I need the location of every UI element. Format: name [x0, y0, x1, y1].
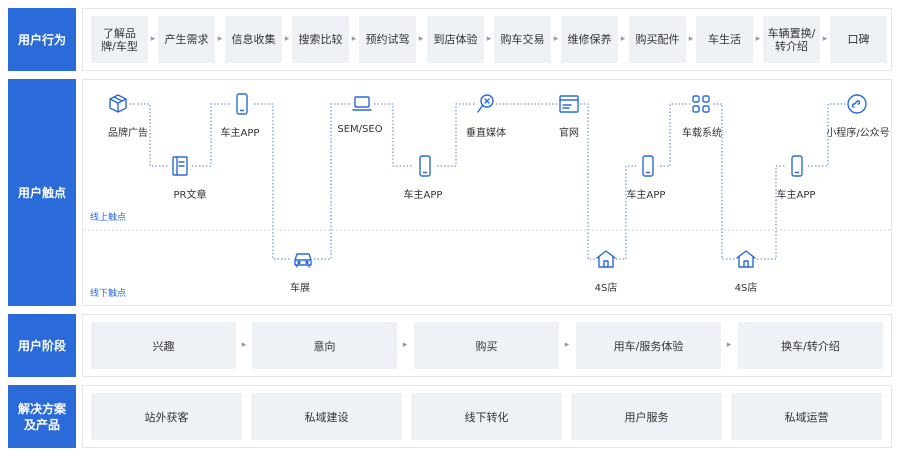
stage-step: 兴趣	[91, 322, 236, 369]
touchpoint-label: 官网	[559, 128, 579, 139]
touchpoint-label: 品牌广告	[108, 128, 148, 139]
document-icon	[168, 154, 192, 178]
phone-icon	[785, 154, 809, 178]
arrow-icon: ▸	[402, 340, 408, 350]
behavior-step: 口碑	[830, 16, 887, 63]
touchpoint-label: 车主APP	[403, 190, 443, 201]
behavior-step: 搜索比较	[292, 16, 349, 63]
laptop-icon	[350, 92, 374, 116]
arrow-icon: ▸	[486, 34, 492, 44]
touchpoint-label: PR文章	[173, 190, 207, 201]
touchpoint-label: 垂直媒体	[466, 128, 506, 139]
stage-step: 换车/转介绍	[738, 322, 883, 369]
row-label-touchpoints: 用户触点	[8, 79, 76, 306]
row-label-stages: 用户阶段	[8, 314, 76, 377]
behavior-step: 购买配件	[629, 16, 686, 63]
arrow-icon: ▸	[418, 34, 424, 44]
online-touchpoint-label: 线上触点	[90, 213, 127, 223]
arrow-icon: ▸	[755, 34, 761, 44]
touchpoint-label: 车主APP	[776, 190, 816, 201]
touchpoint-label: 车载系统	[682, 128, 722, 139]
solution-box: 私域运营	[731, 393, 882, 440]
phone-icon	[636, 154, 660, 178]
touchpoint-label: 车主APP	[220, 128, 260, 139]
stage-step: 用车/服务体验	[576, 322, 721, 369]
phone-icon	[230, 92, 254, 116]
behavior-step: 车辆置换/ 转介绍	[763, 16, 820, 63]
behavior-step: 预约试驾	[359, 16, 416, 63]
touchpoint-panel	[82, 79, 892, 306]
magnifier-icon	[474, 92, 498, 116]
arrow-icon: ▸	[726, 340, 732, 350]
behavior-step: 维修保养	[561, 16, 618, 63]
box-icon	[106, 92, 130, 116]
arrow-icon: ▸	[351, 34, 357, 44]
arrow-icon: ▸	[688, 34, 694, 44]
store-icon	[594, 247, 618, 271]
touchpoint-label: 小程序/公众号	[826, 128, 890, 139]
behavior-step: 了解品 牌/车型	[91, 16, 148, 63]
touchpoint-label: 4S店	[594, 283, 618, 294]
row-label-behavior: 用户行为	[8, 8, 76, 71]
solution-box: 线下转化	[411, 393, 562, 440]
behavior-step: 到店体验	[427, 16, 484, 63]
arrow-icon: ▸	[241, 340, 247, 350]
touchpoint-label: 4S店	[734, 283, 758, 294]
offline-touchpoint-label: 线下触点	[90, 289, 127, 299]
touchpoint-label: 车展	[290, 283, 310, 294]
arrow-icon: ▸	[564, 340, 570, 350]
arrow-icon: ▸	[822, 34, 828, 44]
behavior-step: 购车交易	[494, 16, 551, 63]
touchpoint-label: SEM/SEO	[337, 124, 383, 135]
stage-step: 购买	[414, 322, 559, 369]
arrow-icon: ▸	[553, 34, 559, 44]
miniprogram-icon	[845, 92, 869, 116]
solution-box: 私域建设	[251, 393, 402, 440]
phone-icon	[413, 154, 437, 178]
car-icon	[291, 247, 315, 271]
arrow-icon: ▸	[150, 34, 156, 44]
grid-icon	[689, 92, 713, 116]
behavior-panel	[82, 8, 892, 71]
arrow-icon: ▸	[284, 34, 290, 44]
touchpoint-label: 车主APP	[626, 190, 666, 201]
browser-icon	[557, 92, 581, 116]
row-label-solutions: 解决方案 及产品	[8, 385, 76, 448]
arrow-icon: ▸	[217, 34, 223, 44]
solution-box: 用户服务	[571, 393, 722, 440]
behavior-step: 车生活	[696, 16, 753, 63]
behavior-step: 产生需求	[158, 16, 215, 63]
behavior-step: 信息收集	[225, 16, 282, 63]
store-icon	[734, 247, 758, 271]
arrow-icon: ▸	[620, 34, 626, 44]
stage-step: 意向	[252, 322, 397, 369]
solution-box: 站外获客	[91, 393, 242, 440]
